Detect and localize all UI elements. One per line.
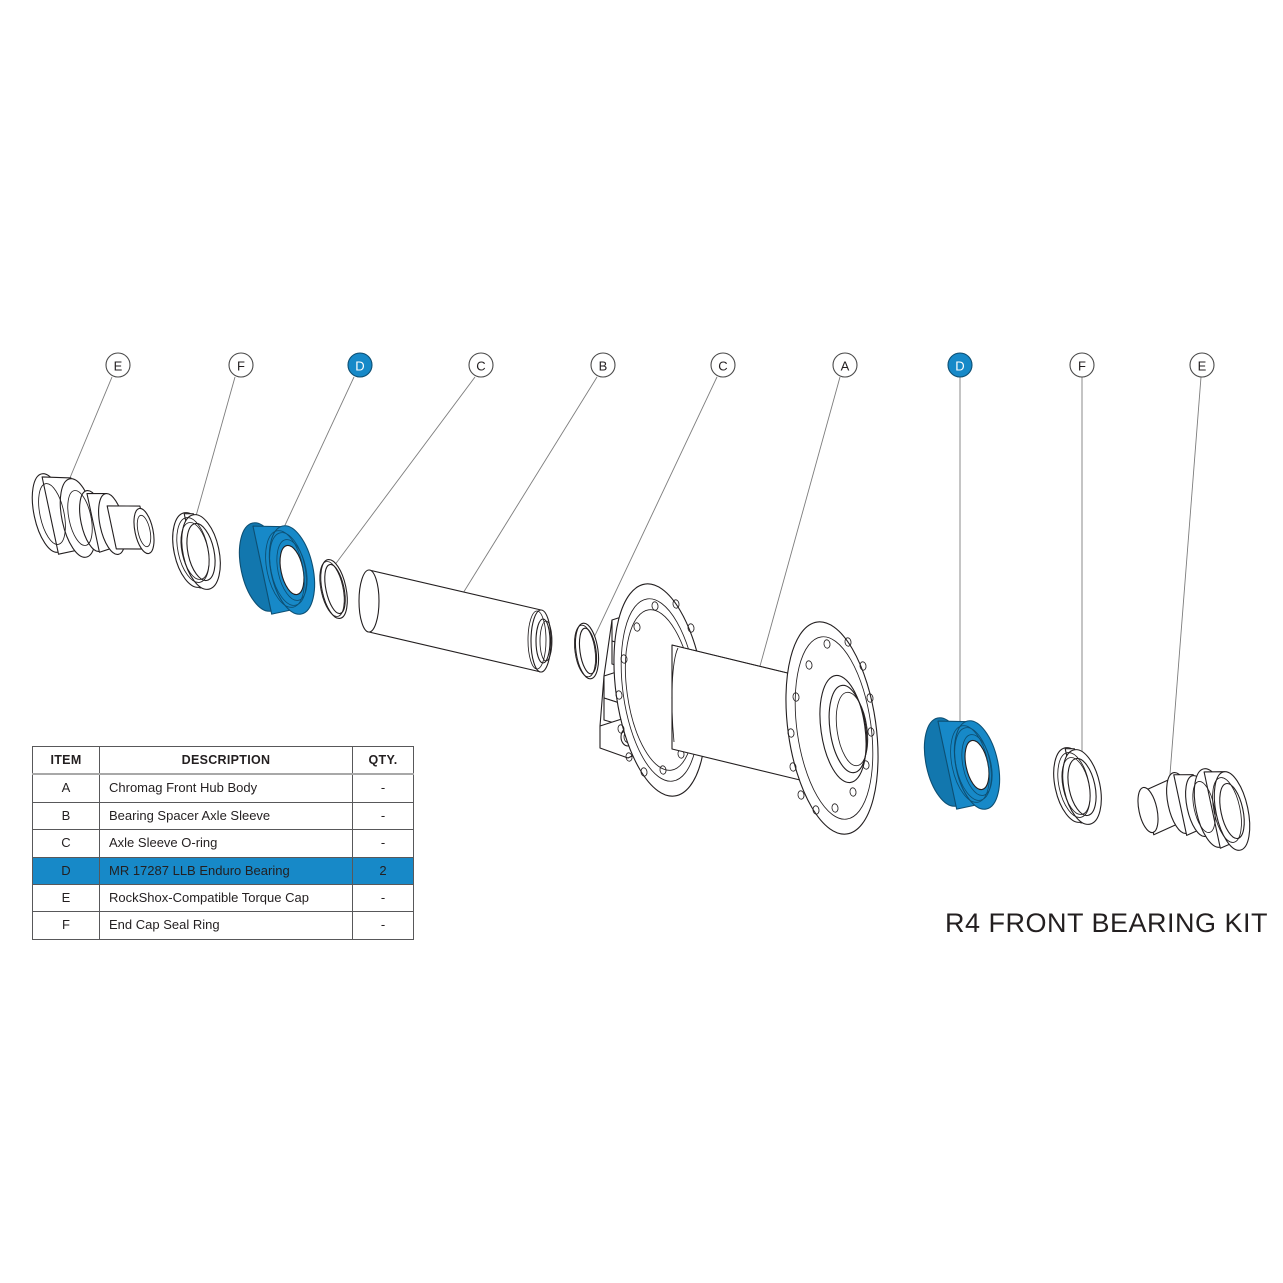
cell-qty: - <box>352 801 414 831</box>
balloon-A-1[interactable]: A <box>832 352 858 378</box>
table-row[interactable]: E RockShox-Compatible Torque Cap - <box>32 884 414 913</box>
table-row-highlighted[interactable]: D MR 17287 LLB Enduro Bearing 2 <box>32 856 414 886</box>
balloon-C-1[interactable]: C <box>468 352 494 378</box>
balloon-label: D <box>955 359 964 374</box>
table-row[interactable]: C Axle Sleeve O-ring - <box>32 829 414 858</box>
balloon-label: A <box>841 359 850 374</box>
balloon-label: C <box>476 359 485 374</box>
cell-description: MR 17287 LLB Enduro Bearing <box>99 856 353 886</box>
cell-item: F <box>32 911 100 940</box>
cell-description: Chromag Front Hub Body <box>99 773 353 803</box>
table-header-row: ITEM DESCRIPTION QTY. <box>32 746 414 776</box>
cell-description: End Cap Seal Ring <box>99 911 353 940</box>
balloon-E-1[interactable]: E <box>105 352 131 378</box>
cell-item: C <box>32 829 100 858</box>
balloon-label: F <box>1078 359 1086 374</box>
table-row[interactable]: B Bearing Spacer Axle Sleeve - <box>32 801 414 831</box>
part-bearing-right <box>923 717 1001 810</box>
right-flange-spoke-holes <box>787 637 875 815</box>
table-row[interactable]: F End Cap Seal Ring - <box>32 911 414 940</box>
balloon-C-2[interactable]: C <box>710 352 736 378</box>
column-header-item: ITEM <box>32 746 100 776</box>
balloon-F-1[interactable]: F <box>228 352 254 378</box>
part-seal-ring-left <box>172 512 221 590</box>
cell-item: D <box>32 856 100 886</box>
cell-qty: - <box>352 773 414 803</box>
cell-qty: - <box>352 829 414 858</box>
balloon-D-1[interactable]: D <box>347 352 373 378</box>
balloon-label: D <box>355 359 364 374</box>
column-header-qty: QTY. <box>352 746 414 776</box>
part-o-ring-left <box>319 558 348 620</box>
balloon-D-2[interactable]: D <box>947 352 973 378</box>
part-bearing-left <box>238 522 316 615</box>
balloon-callouts: E F D C B C A <box>105 352 1215 378</box>
cell-qty: 2 <box>352 856 414 886</box>
balloon-E-2[interactable]: E <box>1189 352 1215 378</box>
balloon-F-2[interactable]: F <box>1069 352 1095 378</box>
part-o-ring-right <box>574 622 600 680</box>
part-torque-cap-right <box>1137 768 1251 851</box>
balloon-label: F <box>237 359 245 374</box>
part-axle-sleeve <box>358 569 553 673</box>
cell-description: Bearing Spacer Axle Sleeve <box>99 801 353 831</box>
table-row[interactable]: A Chromag Front Hub Body - <box>32 773 414 803</box>
bill-of-materials-table: ITEM DESCRIPTION QTY. A Chromag Front Hu… <box>32 746 414 940</box>
balloon-label: C <box>718 359 727 374</box>
column-header-description: DESCRIPTION <box>99 746 353 776</box>
cell-description: Axle Sleeve O-ring <box>99 829 353 858</box>
cell-item: A <box>32 773 100 803</box>
cell-item: E <box>32 884 100 913</box>
balloon-label: E <box>114 359 123 374</box>
cell-item: B <box>32 801 100 831</box>
cell-description: RockShox-Compatible Torque Cap <box>99 884 353 913</box>
balloon-B-1[interactable]: B <box>590 352 616 378</box>
part-torque-cap-left <box>31 473 155 558</box>
cell-qty: - <box>352 911 414 940</box>
part-hub-body <box>599 583 879 835</box>
balloon-label: E <box>1198 359 1207 374</box>
part-seal-ring-right <box>1053 747 1102 825</box>
cell-qty: - <box>352 884 414 913</box>
kit-title: R4 FRONT BEARING KIT <box>944 908 1268 938</box>
balloon-label: B <box>599 359 608 374</box>
